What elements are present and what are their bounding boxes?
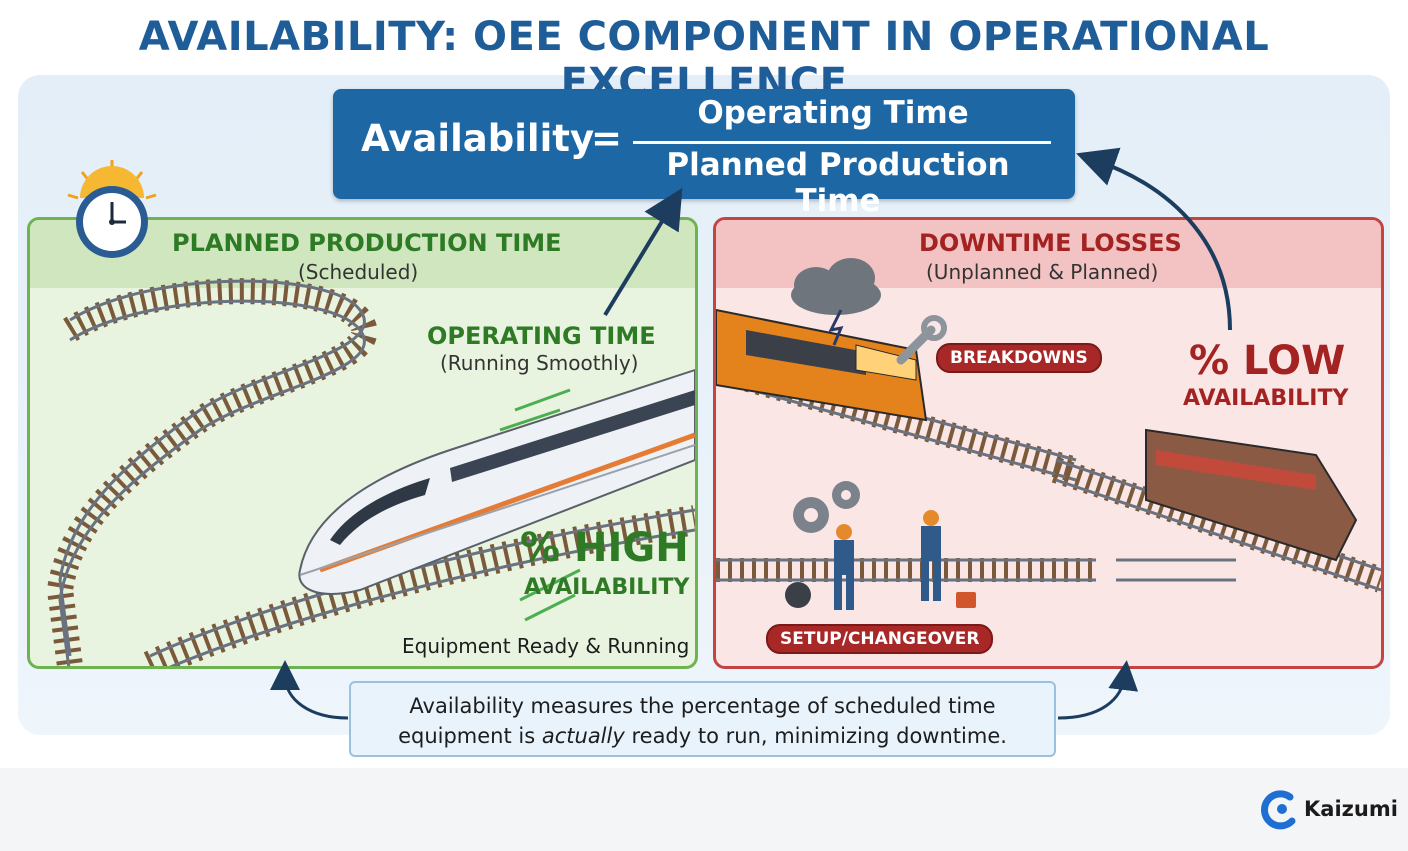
broken-down-locomotive bbox=[716, 308, 928, 422]
brand-name: Kaizumi bbox=[1304, 797, 1398, 821]
summary-line-2-post: ready to run, minimizing downtime. bbox=[624, 724, 1007, 748]
gear-icon bbox=[793, 481, 860, 533]
setup-changeover-badge: SETUP/CHANGEOVER bbox=[766, 624, 994, 654]
summary-line-1: Availability measures the percentage of … bbox=[409, 694, 996, 718]
summary-line-2-pre: equipment is bbox=[398, 724, 542, 748]
formula-lhs: Availability bbox=[361, 117, 595, 160]
equipment-ready-caption: Equipment Ready & Running bbox=[402, 634, 690, 658]
railway-track-illustration bbox=[46, 278, 695, 666]
planned-production-panel: PLANNED PRODUCTION TIME (Scheduled) OPER… bbox=[27, 217, 698, 669]
summary-emphasis: actually bbox=[541, 724, 625, 748]
speed-lines bbox=[499, 388, 581, 622]
low-availability-label: AVAILABILITY bbox=[1183, 386, 1349, 411]
clock-icon bbox=[67, 160, 157, 258]
breakdowns-badge: BREAKDOWNS bbox=[936, 343, 1102, 373]
summary-callout: Availability measures the percentage of … bbox=[349, 681, 1056, 757]
high-availability-metric: % HIGH bbox=[520, 525, 689, 571]
summary-line-2: equipment is actually ready to run, mini… bbox=[351, 721, 1054, 751]
workers bbox=[785, 510, 976, 610]
wrench-icon bbox=[896, 315, 947, 365]
storm-cloud-icon bbox=[791, 258, 881, 346]
downtime-title: DOWNTIME LOSSES bbox=[919, 229, 1182, 257]
planned-title: PLANNED PRODUCTION TIME bbox=[172, 229, 562, 257]
formula-equals: = bbox=[591, 117, 623, 160]
downtime-illustration bbox=[716, 258, 1381, 610]
high-availability-label: AVAILABILITY bbox=[524, 575, 690, 600]
formula-denominator: Planned Production Time bbox=[666, 147, 1010, 219]
operating-time-title: OPERATING TIME bbox=[427, 322, 656, 350]
operating-time-sub: (Running Smoothly) bbox=[440, 351, 639, 375]
kaizumi-logo-icon bbox=[1261, 790, 1296, 830]
downtime-losses-panel: DOWNTIME LOSSES (Unplanned & Planned) BR… bbox=[713, 217, 1384, 669]
footer-band bbox=[0, 768, 1408, 851]
downtime-subtitle: (Unplanned & Planned) bbox=[926, 260, 1159, 284]
page-title: AVAILABILITY: OEE COMPONENT IN OPERATION… bbox=[138, 14, 1270, 106]
availability-formula: Availability = Operating Time Planned Pr… bbox=[333, 89, 1075, 219]
fraction-bar bbox=[633, 141, 1051, 144]
idle-locomotive bbox=[1145, 428, 1358, 562]
low-availability-metric: % LOW bbox=[1189, 338, 1346, 384]
bullet-train bbox=[298, 368, 695, 595]
formula-numerator: Operating Time bbox=[697, 95, 969, 131]
planned-subtitle: (Scheduled) bbox=[298, 260, 419, 284]
